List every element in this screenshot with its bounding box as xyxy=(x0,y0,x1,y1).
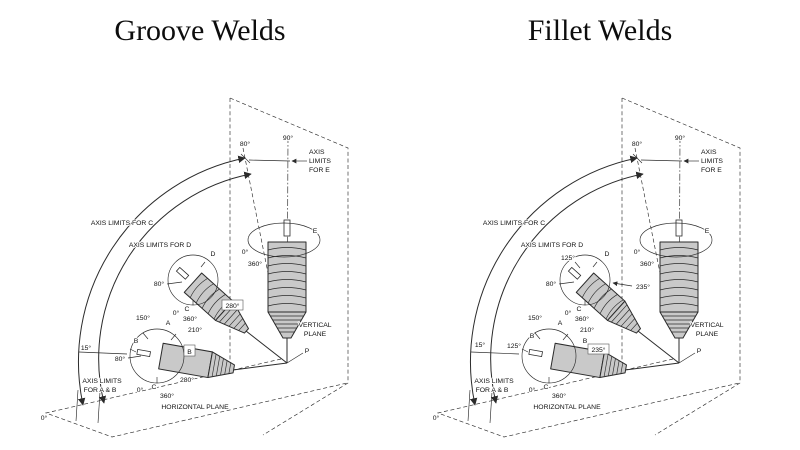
label-axis-limits-ab-2: FOR A & B xyxy=(84,387,117,394)
label-15deg: 15° xyxy=(81,344,92,352)
groove-ab-b-boxbg xyxy=(183,344,196,357)
label-axis-limits-ab-1: AXIS LIMITS xyxy=(474,378,514,385)
label-15deg: 15° xyxy=(475,341,486,349)
label-axis-limits-c: AXIS LIMITS FOR C xyxy=(91,220,153,227)
label-d-360: 360° xyxy=(575,315,589,323)
label-spec-d: D xyxy=(211,251,216,258)
label-ab-235-box: 235° xyxy=(591,346,605,354)
label-vertical-plane-1: VERTICAL xyxy=(690,322,723,329)
label-axis-limits-e-3: FOR E xyxy=(701,167,722,174)
label-80deg-top: 80° xyxy=(632,140,643,148)
label-spec-b: B xyxy=(134,338,139,345)
label-ab-b-box: B xyxy=(187,349,192,356)
groove-ab-80-leader xyxy=(127,355,142,359)
label-d-c: C xyxy=(185,306,190,313)
label-vertical-plane-1: VERTICAL xyxy=(298,322,331,329)
label-d-0: 0° xyxy=(173,309,180,317)
groove-diagram: 80° 90° AXIS LIMITS FOR E AXIS LIMITS FO… xyxy=(40,133,333,423)
label-axis-limits-ab-1: AXIS LIMITS xyxy=(82,378,122,385)
label-d-360: 360° xyxy=(183,315,197,323)
label-vertical-plane-2: PLANE xyxy=(304,331,327,338)
label-spec-e: E xyxy=(313,228,318,235)
label-axis-limits-ab-2: FOR A & B xyxy=(476,387,509,394)
groove-welds-title: Groove Welds xyxy=(114,14,286,47)
label-spec-d: D xyxy=(605,251,610,258)
weld-position-diagrams: 80° 90° AXIS LIMITS FOR E AXIS LIMITS FO… xyxy=(40,90,800,450)
label-ab-125: 125° xyxy=(507,342,521,350)
label-axis-limits-e-1: AXIS xyxy=(309,149,325,156)
label-0deg-corner: 0° xyxy=(433,414,440,422)
label-e-360: 360° xyxy=(248,260,262,268)
label-e-0: 0° xyxy=(242,248,249,256)
label-spec-a: A xyxy=(166,320,171,327)
label-spec-e: E xyxy=(705,228,710,235)
label-ab-280: 280° xyxy=(180,376,194,384)
label-ab-150: 150° xyxy=(528,314,542,322)
label-d-0: 0° xyxy=(565,309,572,317)
label-vertical-plane-2: PLANE xyxy=(696,331,719,338)
label-d-235: 235° xyxy=(636,283,650,291)
fillet-diagram: 80° 90° AXIS LIMITS FOR E AXIS LIMITS FO… xyxy=(432,133,725,423)
fillet-d-235-leader xyxy=(612,281,633,287)
fillet-d-80-leader xyxy=(558,281,575,285)
groove-d-80-leader xyxy=(166,281,183,285)
label-ab-b2: B xyxy=(583,338,588,345)
label-ab-360: 360° xyxy=(552,392,566,400)
label-90deg: 90° xyxy=(283,134,294,142)
label-d-280-box: 280° xyxy=(225,302,239,310)
label-axis-limits-e-1: AXIS xyxy=(701,149,717,156)
label-spec-b: B xyxy=(530,333,535,340)
fillet-welds-title: Fillet Welds xyxy=(527,14,673,47)
fillet-ab-235-boxbg xyxy=(587,343,610,355)
groove-d-280-boxbg xyxy=(221,299,244,311)
label-ab-210: 210° xyxy=(580,326,594,334)
label-axis-limits-d: AXIS LIMITS FOR D xyxy=(129,242,191,249)
label-axis-limits-d: AXIS LIMITS FOR D xyxy=(521,242,583,249)
label-ab-c: C xyxy=(152,384,157,391)
label-p: P xyxy=(697,348,702,355)
label-ab-0: 0° xyxy=(529,386,536,394)
label-ab-360: 360° xyxy=(160,392,174,400)
label-0deg-corner: 0° xyxy=(41,414,48,422)
label-d-80: 80° xyxy=(154,280,165,288)
label-80deg-top: 80° xyxy=(240,140,251,148)
label-e-360: 360° xyxy=(640,260,654,268)
label-d-c: C xyxy=(577,306,582,313)
label-d-125: 125° xyxy=(561,254,575,262)
label-axis-limits-e-2: LIMITS xyxy=(701,158,723,165)
label-axis-limits-e-2: LIMITS xyxy=(309,158,331,165)
label-axis-limits-e-3: FOR E xyxy=(309,167,330,174)
label-axis-limits-c: AXIS LIMITS FOR C xyxy=(483,220,545,227)
label-p: P xyxy=(305,348,310,355)
label-horizontal-plane: HORIZONTAL PLANE xyxy=(533,404,601,411)
label-d-80: 80° xyxy=(546,280,557,288)
label-horizontal-plane: HORIZONTAL PLANE xyxy=(161,404,229,411)
label-ab-0: 0° xyxy=(137,386,144,394)
label-spec-a: A xyxy=(558,320,563,327)
label-e-0: 0° xyxy=(634,248,641,256)
label-ab-80: 80° xyxy=(115,355,126,363)
label-ab-c: C xyxy=(544,384,549,391)
label-90deg: 90° xyxy=(675,134,686,142)
fillet-d-125-tick xyxy=(574,261,581,269)
label-ab-150: 150° xyxy=(136,314,150,322)
label-ab-210: 210° xyxy=(188,326,202,334)
